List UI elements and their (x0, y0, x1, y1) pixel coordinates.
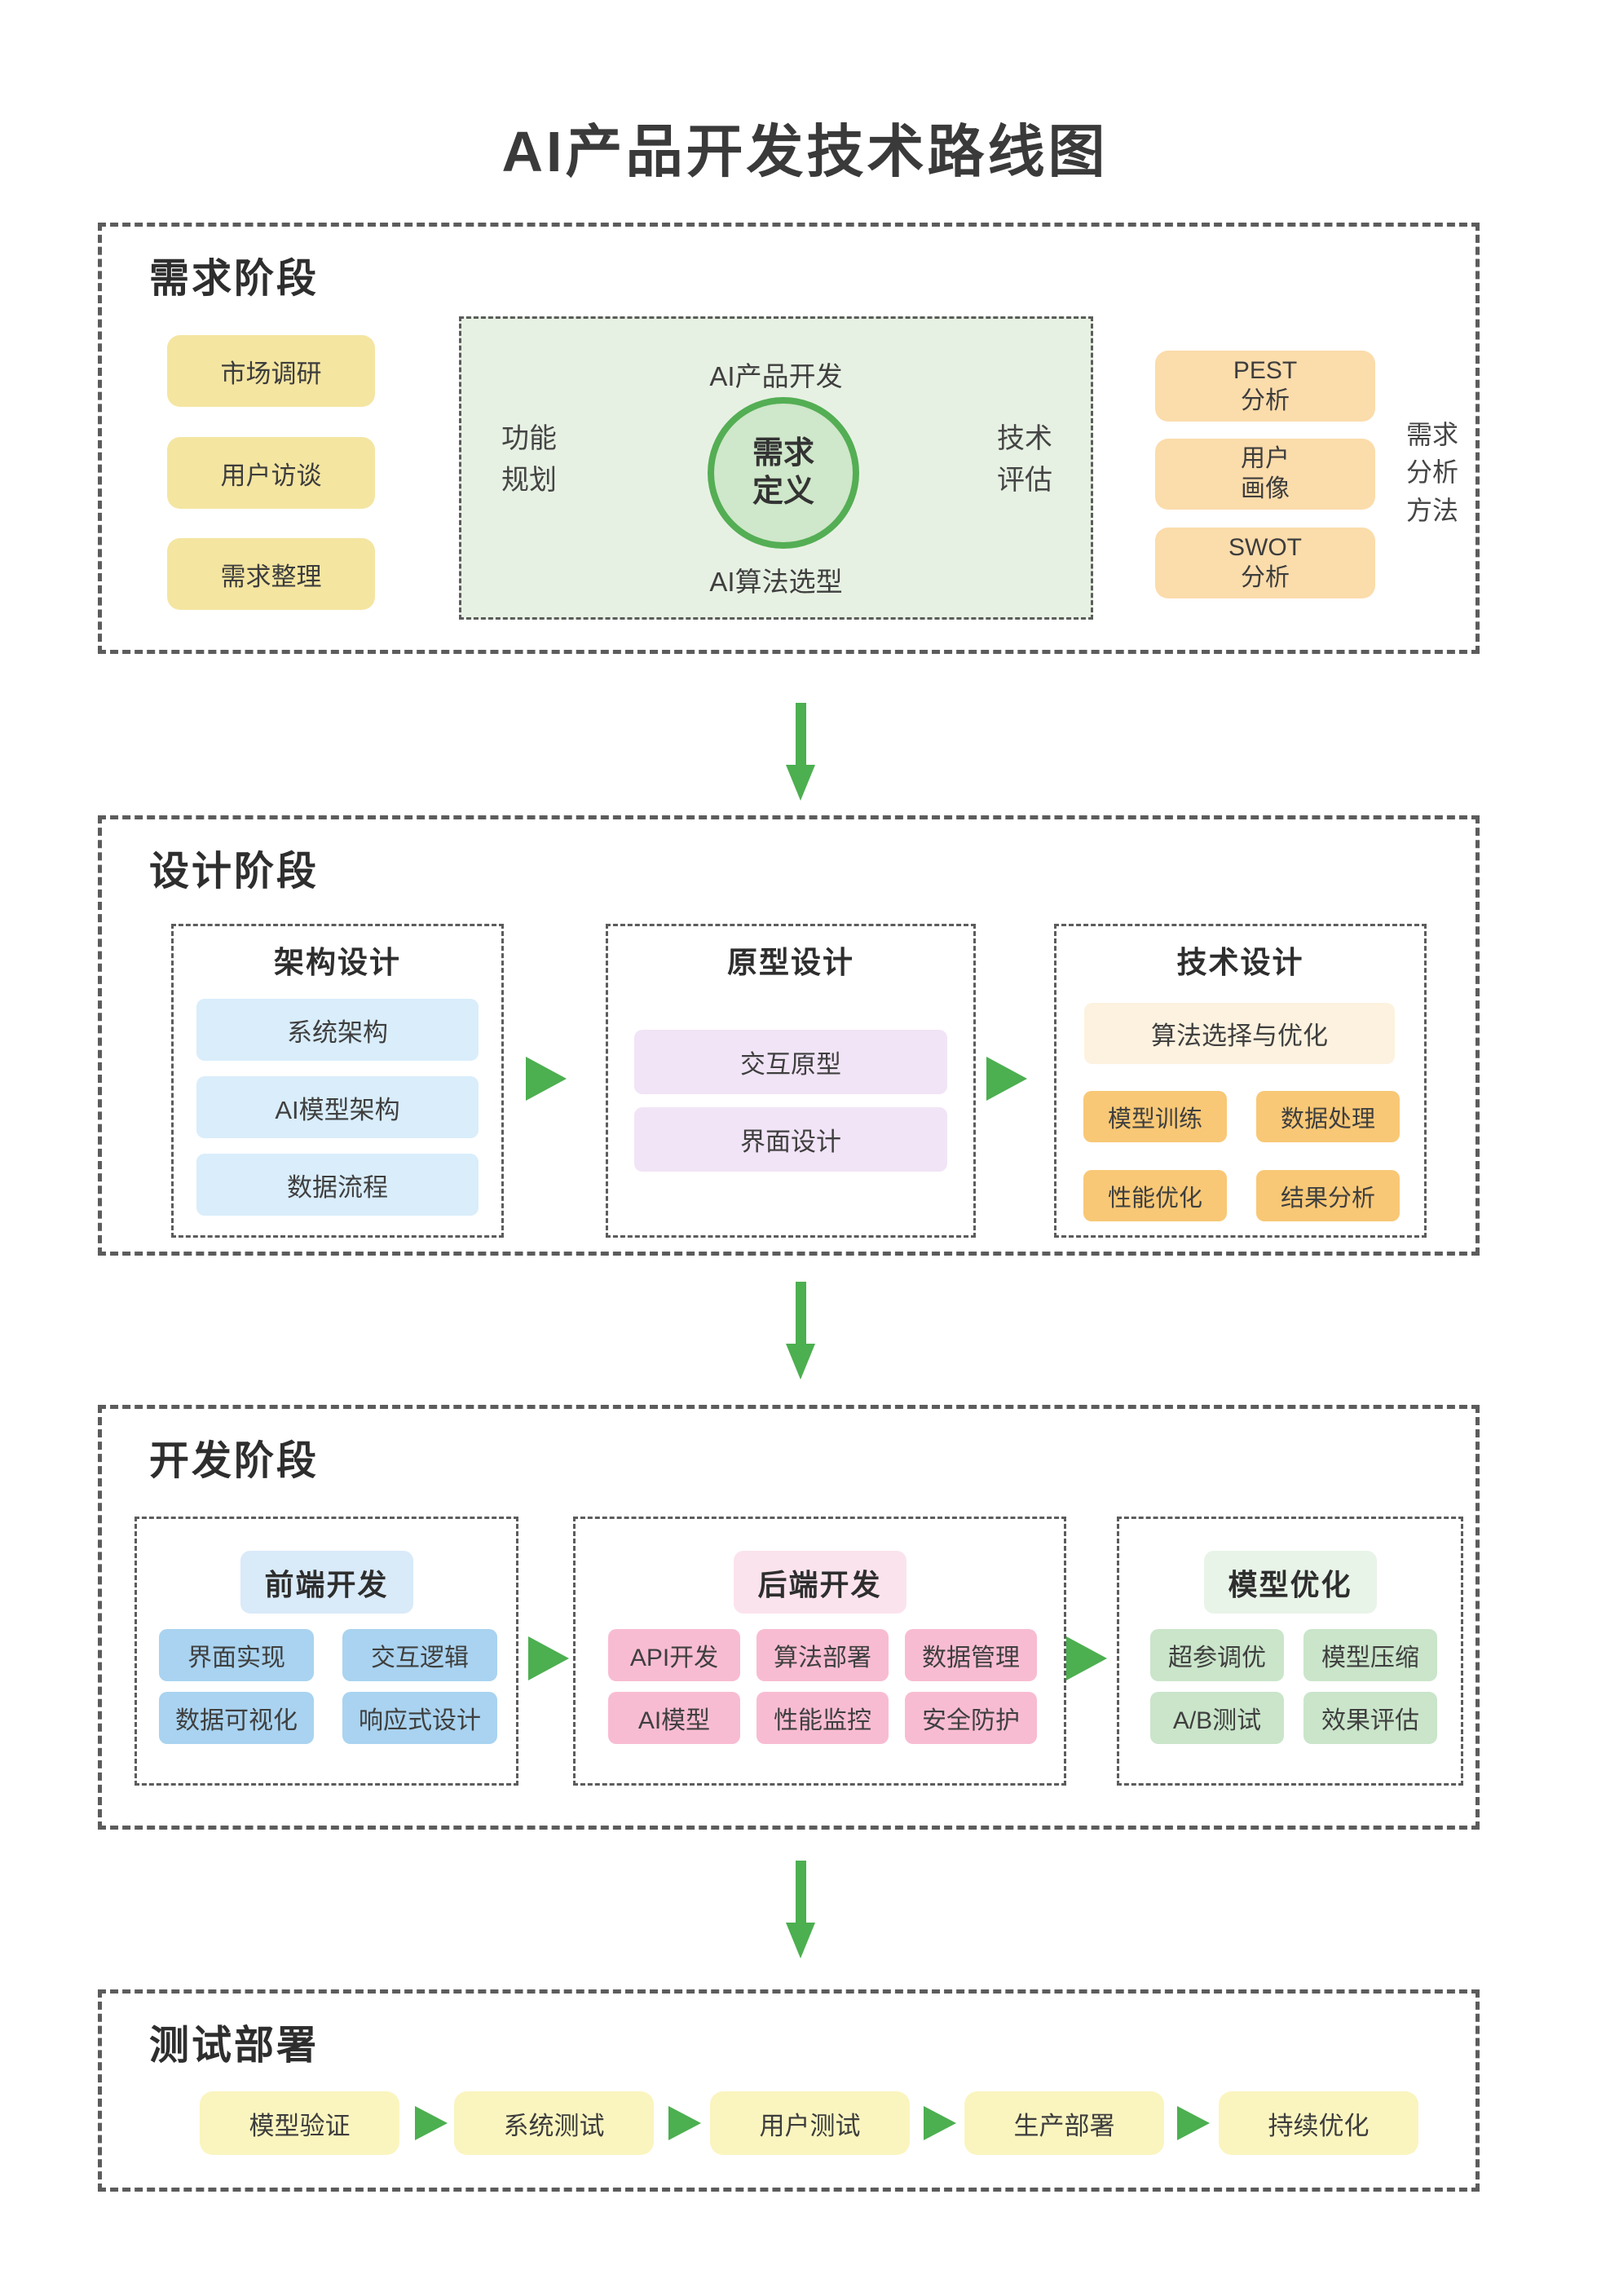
requirement-method-requirement-sorting: 需求整理 (167, 538, 375, 610)
model-optimization-title: 模型优化 (1203, 1551, 1377, 1614)
arrow-head-icon (786, 765, 815, 801)
backend-item-ai-model: AI模型 (608, 1692, 740, 1744)
frontend-title: 前端开发 (240, 1551, 413, 1614)
backend-item-security: 安全防护 (905, 1692, 1037, 1744)
flow-arrow-down-2 (786, 1282, 815, 1380)
architecture-design-title: 架构设计 (274, 946, 401, 979)
center-panel-left-label: 功能 规划 (501, 423, 557, 496)
model-item-hyperparameter-tuning: 超参调优 (1150, 1629, 1284, 1681)
stage-testing-panel: 测试部署 模型验证 系统测试 用户测试 生产部署 持续优化 (98, 1989, 1480, 2192)
prototype-design-title: 原型设计 (727, 946, 854, 979)
arrow-stem (795, 1861, 806, 1923)
development-group-frontend: 前端开发 界面实现 交互逻辑 数据可视化 响应式设计 (135, 1517, 518, 1786)
flow-arrow-right-test-1 (415, 2106, 448, 2140)
technical-item-data-processing: 数据处理 (1256, 1091, 1400, 1142)
arrow-stem (795, 1282, 806, 1344)
architecture-item-ai-model: AI模型架构 (196, 1076, 479, 1138)
flow-arrow-down-3 (786, 1861, 815, 1958)
design-group-prototype: 原型设计 交互原型 界面设计 (606, 924, 976, 1238)
stage-development-panel: 开发阶段 前端开发 界面实现 交互逻辑 数据可视化 响应式设计 后端开发 API… (98, 1405, 1480, 1830)
flow-arrow-right-dev-1 (528, 1636, 569, 1680)
testing-step-continuous-optimization: 持续优化 (1219, 2091, 1418, 2155)
flow-arrow-right-test-2 (668, 2106, 701, 2140)
flow-arrow-right-test-4 (1177, 2106, 1210, 2140)
frontend-item-data-visualization: 数据可视化 (159, 1692, 314, 1744)
stage-development-label: 开发阶段 (149, 1439, 320, 1483)
stage-design-label: 设计阶段 (149, 850, 320, 894)
frontend-item-ui-implementation: 界面实现 (159, 1629, 314, 1681)
development-group-model-optimization: 模型优化 超参调优 模型压缩 A/B测试 效果评估 (1117, 1517, 1463, 1786)
backend-item-performance-monitoring: 性能监控 (756, 1692, 889, 1744)
flow-arrow-right-test-3 (924, 2106, 956, 2140)
page-title: AI产品开发技术路线图 (501, 120, 1109, 183)
technical-item-algorithm-selection: 算法选择与优化 (1084, 1003, 1395, 1064)
testing-step-production-deployment: 生产部署 (964, 2091, 1164, 2155)
backend-item-algorithm-deployment: 算法部署 (756, 1629, 889, 1681)
prototype-item-interaction: 交互原型 (634, 1030, 947, 1094)
stage-testing-label: 测试部署 (149, 2024, 320, 2068)
architecture-item-data-flow: 数据流程 (196, 1154, 479, 1216)
requirement-center-panel: AI产品开发 功能 规划 需求 定义 技术 评估 AI算法选型 (459, 316, 1093, 620)
analysis-method-user-persona: 用户画像 (1155, 439, 1375, 510)
backend-item-api: API开发 (608, 1629, 740, 1681)
architecture-item-system: 系统架构 (196, 999, 479, 1061)
arrow-head-icon (786, 1344, 815, 1380)
frontend-item-responsive-design: 响应式设计 (342, 1692, 497, 1744)
flow-arrow-right-dev-2 (1066, 1636, 1107, 1680)
flow-arrow-down-1 (786, 703, 815, 801)
requirement-method-user-interview: 用户访谈 (167, 437, 375, 509)
center-panel-top-label: AI产品开发 (709, 361, 843, 391)
requirement-definition-circle: 需求 定义 (708, 397, 859, 549)
design-group-technical: 技术设计 算法选择与优化 模型训练 数据处理 性能优化 结果分析 (1054, 924, 1427, 1238)
requirement-method-market-research: 市场调研 (167, 335, 375, 407)
center-panel-bottom-label: AI算法选型 (709, 567, 843, 597)
backend-item-data-management: 数据管理 (905, 1629, 1037, 1681)
backend-title: 后端开发 (733, 1551, 906, 1614)
technical-item-result-analysis: 结果分析 (1256, 1170, 1400, 1221)
arrow-head-icon (786, 1923, 815, 1958)
testing-step-user-testing: 用户测试 (710, 2091, 910, 2155)
model-item-ab-testing: A/B测试 (1150, 1692, 1284, 1744)
analysis-methods-side-note: 需求 分析 方法 (1406, 420, 1459, 525)
technical-design-title: 技术设计 (1176, 946, 1304, 979)
flow-arrow-right-design-2 (986, 1057, 1027, 1101)
development-group-backend: 后端开发 API开发 算法部署 数据管理 AI模型 性能监控 安全防护 (573, 1517, 1066, 1786)
flow-arrow-right-design-1 (526, 1057, 567, 1101)
prototype-item-ui: 界面设计 (634, 1107, 947, 1172)
center-panel-right-label: 技术 评估 (997, 423, 1052, 496)
technical-item-model-training: 模型训练 (1083, 1091, 1227, 1142)
model-item-model-compression: 模型压缩 (1303, 1629, 1437, 1681)
testing-step-model-validation: 模型验证 (200, 2091, 399, 2155)
stage-requirement-label: 需求阶段 (149, 257, 320, 301)
stage-design-panel: 设计阶段 架构设计 系统架构 AI模型架构 数据流程 原型设计 交互原型 界面设… (98, 815, 1480, 1256)
testing-step-system-testing: 系统测试 (454, 2091, 654, 2155)
arrow-stem (795, 703, 806, 765)
design-group-architecture: 架构设计 系统架构 AI模型架构 数据流程 (171, 924, 504, 1238)
stage-requirement-panel: 需求阶段 市场调研 用户访谈 需求整理 AI产品开发 功能 规划 需求 定义 技… (98, 223, 1480, 654)
technical-item-performance-optimization: 性能优化 (1083, 1170, 1227, 1221)
model-item-effect-evaluation: 效果评估 (1303, 1692, 1437, 1744)
frontend-item-interaction-logic: 交互逻辑 (342, 1629, 497, 1681)
